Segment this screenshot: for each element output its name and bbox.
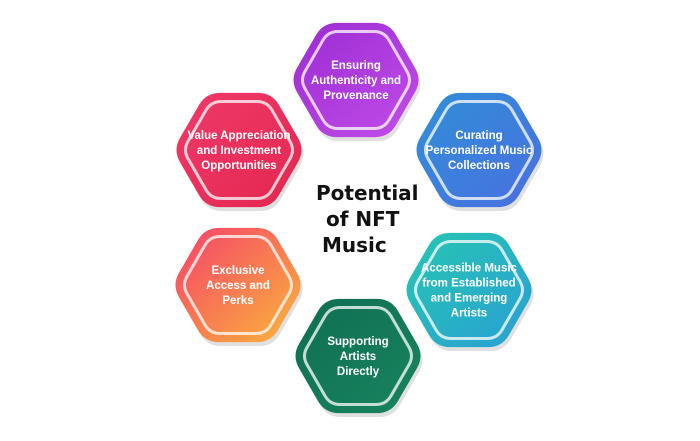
hexagon-exclusive-label-line: Exclusive: [211, 265, 264, 277]
center-title-line-1: Potential: [316, 181, 419, 205]
hexagon-authenticity-label-line: Ensuring: [331, 60, 381, 72]
center-title-line-3: Music: [322, 233, 387, 257]
hexagon-accessible-label-line: Accessible Music: [421, 263, 517, 275]
hexagon-curating-label-line: Personalized Music: [426, 145, 533, 157]
hexagon-authenticity-label-line: Authenticity and: [311, 75, 401, 87]
hexagon-inner-border: [301, 30, 411, 130]
hexagon-inner-border: [183, 235, 293, 335]
center-title: Potential of NFT Music: [300, 180, 430, 258]
hexagon-fill: [416, 92, 542, 208]
hexagon-accessible-label-line: Artists: [451, 308, 487, 320]
hexagon-supporting-label-line: Artists: [340, 351, 376, 363]
hexagon-fill: [293, 22, 419, 138]
hexagon-supporting-label-line: Directly: [337, 366, 380, 378]
center-title-line-2: of NFT: [326, 207, 400, 231]
hexagon-fill: [176, 92, 302, 208]
hexagon-inner-border: [303, 306, 413, 406]
hexagon-inner-border: [424, 100, 534, 200]
hexagon-accessible-label-line: from Established: [422, 278, 515, 290]
hexagon-curating-label-line: Curating: [455, 130, 502, 142]
hexagon-fill: [175, 227, 301, 343]
hexagon-inner-border: [184, 100, 294, 200]
hexagon-curating-label-line: Collections: [448, 160, 510, 172]
hexagon-fill: [295, 298, 421, 414]
hexagon-value-label-line: and Investment: [197, 145, 282, 157]
hexagon-accessible-label-line: and Emerging: [431, 293, 508, 305]
hexagon-value-label-line: Opportunities: [201, 160, 276, 172]
hexagon-fill: [406, 232, 532, 348]
hexagon-exclusive-label-line: Access and: [206, 280, 270, 292]
hexagon-inner-border: [414, 240, 524, 340]
hexagon-value-label-line: Value Appreciation: [187, 130, 290, 142]
hexagon-exclusive-label-line: Perks: [222, 295, 253, 307]
hexagon-authenticity-label-line: Provenance: [323, 90, 388, 102]
hexagon-accessible: Accessible Music from Established and Emer…: [406, 232, 534, 352]
hexagon-value: Value Appreciation and InvestmentOpportun…: [176, 92, 304, 212]
hexagon-supporting-label-line: Supporting: [327, 336, 388, 348]
